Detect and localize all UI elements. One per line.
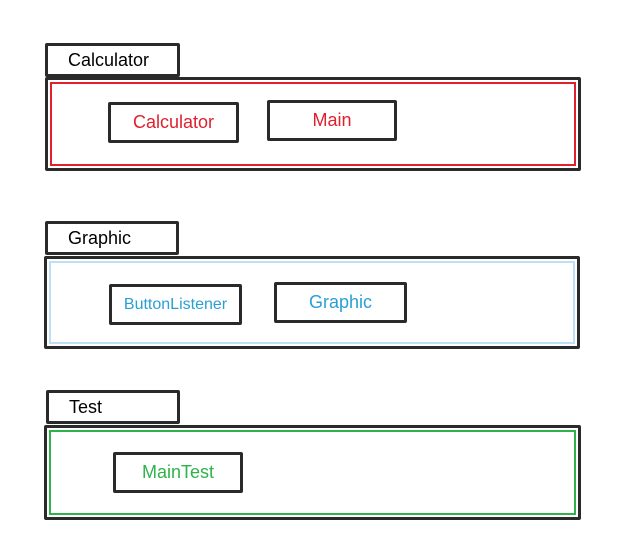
package-tab-graphic: Graphic: [45, 221, 179, 255]
package-tab-test: Test: [46, 390, 180, 424]
class-graphic: Graphic: [274, 282, 407, 323]
class-main: Main: [267, 100, 397, 141]
package-test-inner-outline: [49, 430, 576, 515]
package-calculator-inner-outline: [50, 82, 576, 166]
class-calculator: Calculator: [108, 102, 239, 143]
package-graphic-inner-outline: [49, 261, 575, 344]
package-tab-calculator: Calculator: [45, 43, 180, 77]
class-buttonlistener: ButtonListener: [109, 284, 242, 325]
class-maintest: MainTest: [113, 452, 243, 493]
